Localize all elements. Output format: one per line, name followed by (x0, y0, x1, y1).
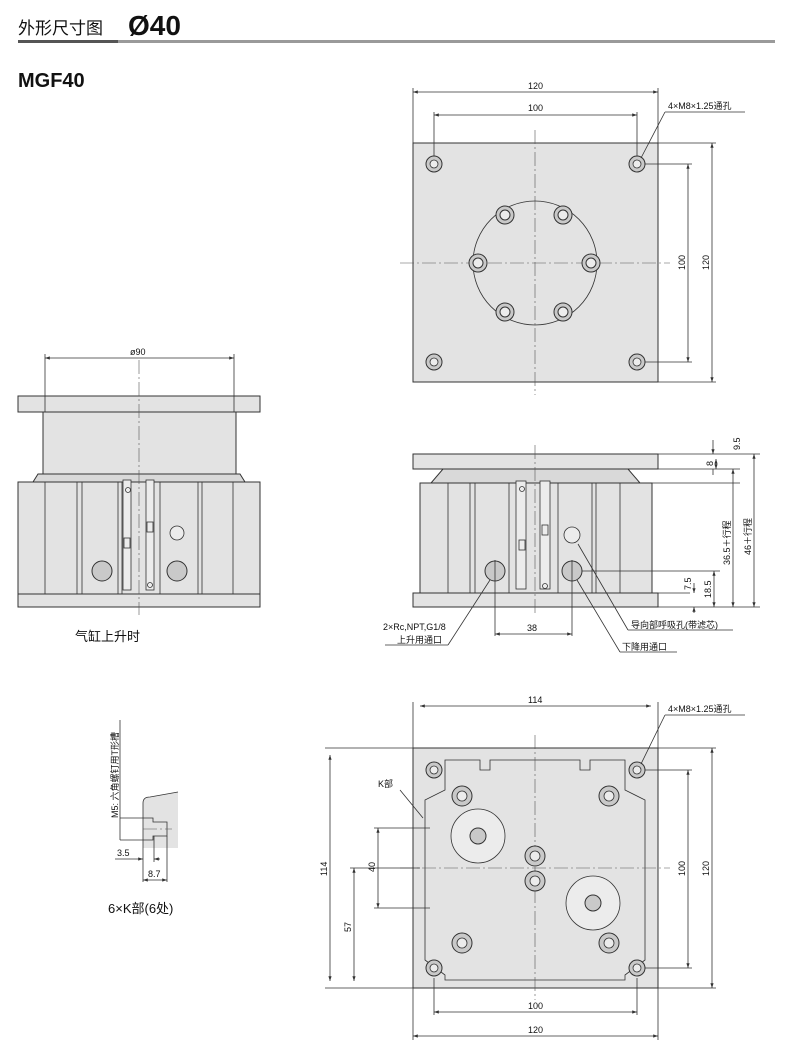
raised-view (17, 354, 261, 615)
dim-100-right-bottom: 100 (677, 861, 687, 876)
model-title: MGF40 (18, 70, 85, 92)
hole-note-top: 4×M8×1.25通孔 (668, 101, 732, 111)
dim-120-right-bottom: 120 (701, 861, 711, 876)
dim-46-stroke: 46＋行程 (742, 518, 753, 555)
top-view (400, 88, 745, 395)
dim-100-bottom: 100 (528, 1001, 543, 1011)
dim-120-bottom: 120 (528, 1025, 543, 1035)
header-title: 外形尺寸图 (18, 19, 103, 38)
k-slot-note: M5: 六角螺钉用T形槽 (109, 732, 120, 818)
port-up: 上升用通口 (397, 635, 442, 645)
dim-36-5-stroke: 36.5＋行程 (721, 520, 732, 565)
hole-note-bottom: 4×M8×1.25通孔 (668, 704, 732, 714)
k-caption: 6×K部(6处) (108, 901, 173, 916)
dim-8-7: 8.7 (148, 869, 161, 879)
k-label: K部 (378, 778, 393, 789)
dim-114-top: 114 (528, 695, 542, 705)
dim-18-5: 18.5 (703, 580, 713, 598)
dim-40: 40 (367, 862, 377, 872)
dim-8: 8 (705, 461, 715, 466)
side-view (385, 440, 760, 653)
dim-100-right: 100 (677, 255, 687, 270)
k-detail (115, 720, 179, 882)
dim-38: 38 (527, 623, 537, 633)
dim-100-top: 100 (528, 103, 543, 113)
dim-9-5: 9.5 (732, 437, 742, 450)
raised-caption: 气缸上升时 (75, 629, 140, 644)
port-down: 下降用通口 (622, 641, 667, 652)
dim-3-5: 3.5 (117, 848, 130, 858)
breather-note: 导向部呼吸孔(带滤芯) (631, 619, 718, 630)
header-rule (18, 40, 775, 43)
dim-dia-90: ø90 (130, 347, 146, 357)
port-spec: 2×Rc,NPT,G1/8 (383, 622, 446, 632)
header-size: Ø40 (128, 10, 181, 41)
dim-120-top: 120 (528, 81, 543, 91)
bottom-view (325, 702, 745, 1040)
dim-57: 57 (343, 922, 353, 932)
dim-120-right: 120 (701, 255, 711, 270)
dim-7-5: 7.5 (683, 577, 693, 590)
dim-114-left: 114 (319, 862, 329, 876)
